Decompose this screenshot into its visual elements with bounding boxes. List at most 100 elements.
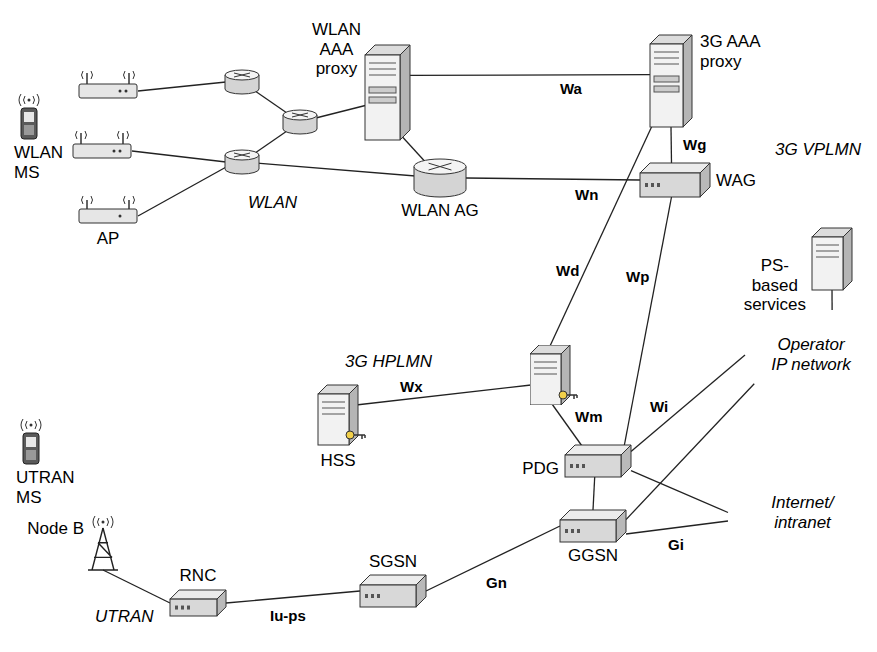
device-icon xyxy=(650,35,692,127)
label-holder: WLAN AAA proxy xyxy=(312,20,361,79)
label-holder: Wg xyxy=(683,136,706,153)
server-slot xyxy=(654,58,679,59)
mobile-station: WLAN MS xyxy=(18,95,40,139)
element-name: UTRAN MS xyxy=(16,468,75,507)
interface-link xyxy=(103,570,170,603)
network-element-box: GGSN xyxy=(560,510,626,542)
server-node: 3G AAA proxy xyxy=(650,35,692,127)
drive-bay xyxy=(369,97,396,103)
label-holder: PS-based services xyxy=(744,256,806,315)
element-name: AP xyxy=(78,229,138,249)
box-light xyxy=(577,529,580,533)
network-element-box: WAG xyxy=(640,163,710,197)
network-cloud: Internet/ intranet xyxy=(728,470,877,555)
device-icon xyxy=(812,228,852,290)
radio-dot xyxy=(102,521,105,524)
server-front xyxy=(650,44,683,127)
phone-keypad xyxy=(26,450,36,460)
mobile-station: UTRAN MS xyxy=(20,420,42,464)
box-side xyxy=(416,575,426,607)
network-name: 3G HPLMN xyxy=(345,352,432,372)
device-icon xyxy=(414,159,466,197)
device-icon xyxy=(640,163,710,197)
phone-keypad xyxy=(24,125,34,135)
label-holder: RNC xyxy=(158,566,238,586)
label-holder: SGSN xyxy=(353,552,433,572)
cloud-shape xyxy=(286,291,764,652)
box-top xyxy=(640,163,710,173)
drive-bay xyxy=(654,86,679,92)
box-front xyxy=(560,520,616,542)
interface-link xyxy=(670,127,672,163)
element-name: PS-based services xyxy=(744,256,806,315)
label-holder: 3G AAA proxy xyxy=(700,32,770,71)
element-name: WAG xyxy=(716,171,756,191)
device-icon xyxy=(565,445,631,477)
element-name: WLAN AAA proxy xyxy=(312,20,361,79)
radio-dot xyxy=(30,424,33,427)
server-slot xyxy=(816,245,839,246)
radio-waves xyxy=(82,196,135,204)
interface-link xyxy=(831,290,832,310)
box-light xyxy=(576,464,579,468)
hss-server-node: HSS xyxy=(318,385,358,445)
box-side xyxy=(616,510,626,542)
router-top xyxy=(414,159,466,174)
label-holder: Internet/ intranet xyxy=(771,493,833,532)
phone-body xyxy=(21,108,37,139)
box-light xyxy=(651,183,654,187)
ap-link xyxy=(138,166,228,216)
box-front xyxy=(170,599,217,616)
network-name: 3G VPLMN xyxy=(775,140,861,160)
label-holder: PDG xyxy=(522,459,559,479)
interface-link xyxy=(593,477,595,510)
box-front xyxy=(565,455,621,477)
network-cloud: 3G VPLMN 3G AAA proxyWAG xyxy=(528,10,877,250)
device-icon xyxy=(170,590,226,616)
label-holder: Iu-ps xyxy=(270,607,306,624)
router-icon xyxy=(283,110,317,134)
server-slot xyxy=(322,408,345,409)
network-cloud: UTRANNode BRNC xyxy=(62,545,252,652)
box-light xyxy=(175,606,178,610)
label-holder: WLAN MS xyxy=(14,143,63,182)
label-holder: Wi xyxy=(650,398,668,415)
interface-name: Wa xyxy=(560,80,582,97)
box-side xyxy=(217,590,226,616)
node-b-tower: Node B xyxy=(88,515,118,570)
network-element-box: SGSN xyxy=(360,575,426,607)
network-element-box: RNC xyxy=(170,590,226,616)
ap-body xyxy=(79,209,137,223)
box-top xyxy=(565,445,631,455)
interface-link xyxy=(466,178,640,180)
element-name: SGSN xyxy=(353,552,433,572)
server-slot xyxy=(654,52,679,53)
server-node: PS-based services xyxy=(812,228,852,290)
interface-name: Iu-ps xyxy=(270,607,306,624)
radio-dot xyxy=(28,99,31,102)
label-holder: Gn xyxy=(486,574,507,591)
element-name: RNC xyxy=(158,566,238,586)
element-name: Node B xyxy=(27,519,84,539)
element-name: PDG xyxy=(522,459,559,479)
label-holder: WLAN xyxy=(248,193,297,213)
server-slot xyxy=(816,257,839,258)
cloud-shape xyxy=(750,311,873,398)
network-cloud: WLAN WLAN AAA proxyWLAN AG xyxy=(188,0,518,258)
label-holder: 3G HPLMN xyxy=(345,352,432,372)
interface-link xyxy=(631,471,728,513)
key-symbol xyxy=(354,435,365,439)
ap-light xyxy=(119,215,122,218)
device-icon xyxy=(18,95,40,139)
interface-name: Wm xyxy=(575,408,603,425)
wlan-links xyxy=(132,82,440,216)
ap-antenna xyxy=(128,200,130,209)
label-holder: AP xyxy=(78,229,138,249)
device-icon xyxy=(560,510,626,542)
label-holder: GGSN xyxy=(553,546,633,566)
server-side xyxy=(400,45,410,140)
label-holder: HSS xyxy=(308,451,368,471)
router-node: WLAN AG xyxy=(414,159,466,197)
cloud-outline xyxy=(728,470,877,555)
